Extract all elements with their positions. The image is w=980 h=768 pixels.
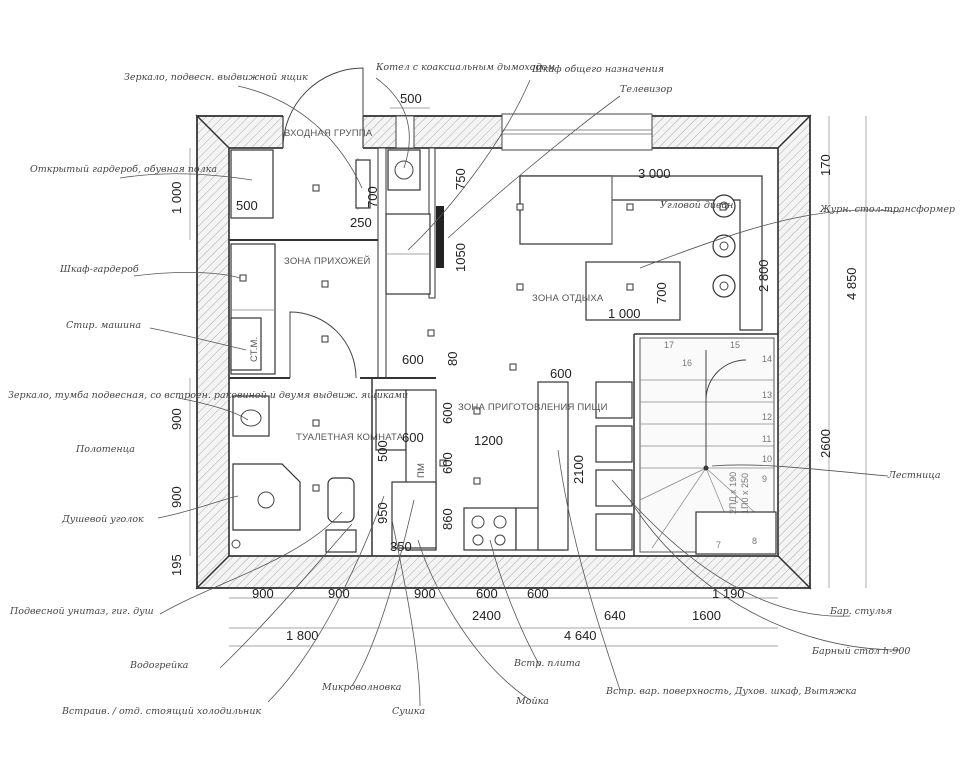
note-wardrobe: Шкаф-гардероб [59, 264, 139, 275]
staircase: 17 16 15 14 13 12 11 10 9 8 7 2ПД x 190 … [639, 337, 777, 555]
dim-inner-860: 860 [440, 508, 455, 530]
note-tv: Телевизор [620, 84, 672, 95]
dimension-lines [189, 107, 867, 647]
dim-inner-80: 80 [445, 352, 460, 366]
note-dryer: Сушка [392, 706, 425, 717]
dim-inner-950: 950 [375, 502, 390, 524]
zone-toilet: ТУАЛЕТНАЯ КОМНАТА [296, 432, 404, 443]
dim-inner-600b: 600 [550, 366, 572, 381]
dim-inner-600a: 600 [402, 352, 424, 367]
stair-step-9: 9 [762, 474, 767, 484]
stair-step-14: 14 [762, 354, 772, 364]
dim-inner-1000: 1 000 [608, 306, 641, 321]
note-mirror2: Зеркало, тумба подвесная, со встроен. ра… [8, 390, 408, 401]
note-towel: Полотенца [75, 444, 135, 455]
dim-bottom-2400: 2400 [472, 608, 501, 623]
dim-left-195: 195 [169, 554, 184, 576]
stair-step-11: 11 [762, 434, 771, 444]
dim-inner-750: 750 [453, 168, 468, 190]
dim-left-1000: 1 000 [169, 181, 184, 214]
dim-inner-1050: 1050 [453, 243, 468, 272]
furniture [230, 149, 763, 553]
zone-entry: ВХОДНАЯ ГРУППА [284, 128, 373, 139]
dim-bottom-1190: 1 190 [712, 586, 745, 601]
note-closet: Шкаф общего назначения [531, 64, 664, 75]
dim-bottom-900c: 900 [414, 586, 436, 601]
note-heater: Водогрейка [129, 660, 189, 671]
light-points [239, 184, 727, 492]
dim-inner-600d: 600 [402, 430, 424, 445]
note-table: Журн. стол-трансформер [819, 204, 955, 215]
dim-bottom-4640: 4 640 [564, 628, 597, 643]
note-fridge: Встраив. / отд. стоящий холодильник [61, 706, 261, 717]
dim-inner-700b: 700 [654, 282, 669, 304]
note-ladder: Лестница [887, 470, 941, 481]
stair-step-8: 8 [752, 536, 757, 546]
dim-left-900b: 900 [169, 486, 184, 508]
dim-bottom-1800: 1 800 [286, 628, 319, 643]
dim-right-2600: 2600 [818, 429, 833, 458]
dim-bottom-640: 640 [604, 608, 626, 623]
note-hob: Встр. плита [513, 658, 581, 669]
stair-step-12: 12 [762, 412, 772, 422]
dim-right-170: 170 [818, 154, 833, 176]
note-bar-table: Барный стол h-900 [811, 646, 910, 657]
dim-bottom-600a: 600 [476, 586, 498, 601]
stair-step-17: 17 [664, 340, 674, 350]
note-washer: Стир. машина [66, 320, 141, 331]
stair-step-13: 13 [762, 390, 772, 400]
zone-rest: ЗОНА ОТДЫХА [532, 293, 604, 304]
stair-step-10: 10 [762, 454, 772, 464]
note-oven: Встр. вар. поверхность, Духов. шкаф, Выт… [605, 686, 857, 697]
zone-corner-sofa: Угловой диван [660, 200, 733, 211]
dim-inner-600e: 600 [440, 452, 455, 474]
openings [282, 67, 653, 151]
zone-kitchen: ЗОНА ПРИГОТОВЛЕНИЯ ПИЩИ [458, 402, 608, 413]
dim-inner-350: 350 [390, 539, 412, 554]
label-stm: СТ.М. [249, 337, 260, 363]
note-boiler: Котел с коаксиальным дымоходом [375, 62, 555, 73]
dim-bottom-900b: 900 [328, 586, 350, 601]
stair-riser: 1П0 x 250 [740, 473, 750, 514]
note-shower: Душевой уголок [61, 514, 144, 525]
stair-step-16: 16 [682, 358, 692, 368]
note-bar-chairs: Бар. стулья [829, 606, 892, 617]
dim-inner-1200: 1200 [474, 433, 503, 448]
dim-inner-2100: 2100 [571, 455, 586, 484]
leader-lines [119, 77, 901, 707]
stair-step-15: 15 [730, 340, 740, 350]
stair-tread: 2ПД x 190 [728, 472, 738, 514]
zone-hall: ЗОНА ПРИХОЖЕЙ [284, 255, 371, 267]
dim-inner-250: 250 [350, 215, 372, 230]
dim-right-2800: 2 800 [756, 259, 771, 292]
dim-top-3000: 3 000 [638, 166, 671, 181]
label-pm: ПМ [416, 463, 427, 478]
dim-bottom-900a: 900 [252, 586, 274, 601]
dim-right-4850: 4 850 [844, 267, 859, 300]
dim-left-900a: 900 [169, 408, 184, 430]
dim-bottom-600b: 600 [527, 586, 549, 601]
dim-bottom-1600: 1600 [692, 608, 721, 623]
dim-inner-600c: 600 [440, 402, 455, 424]
note-wardrobe-open: Открытый гардероб, обувная полка [30, 164, 217, 175]
dim-inner-500b: 500 [375, 440, 390, 462]
note-mirror: Зеркало, подвесн. выдвижной ящик [124, 72, 308, 83]
dim-inner-700a: 700 [365, 186, 380, 208]
note-sink: Мойка [515, 696, 549, 707]
dim-inner-500: 500 [236, 198, 258, 213]
stair-step-7: 7 [716, 540, 721, 550]
note-microwave: Микроволновка [321, 682, 402, 693]
note-wc: Подвесной унитаз, гиг. душ [9, 606, 154, 617]
dim-top-500: 500 [400, 91, 422, 106]
